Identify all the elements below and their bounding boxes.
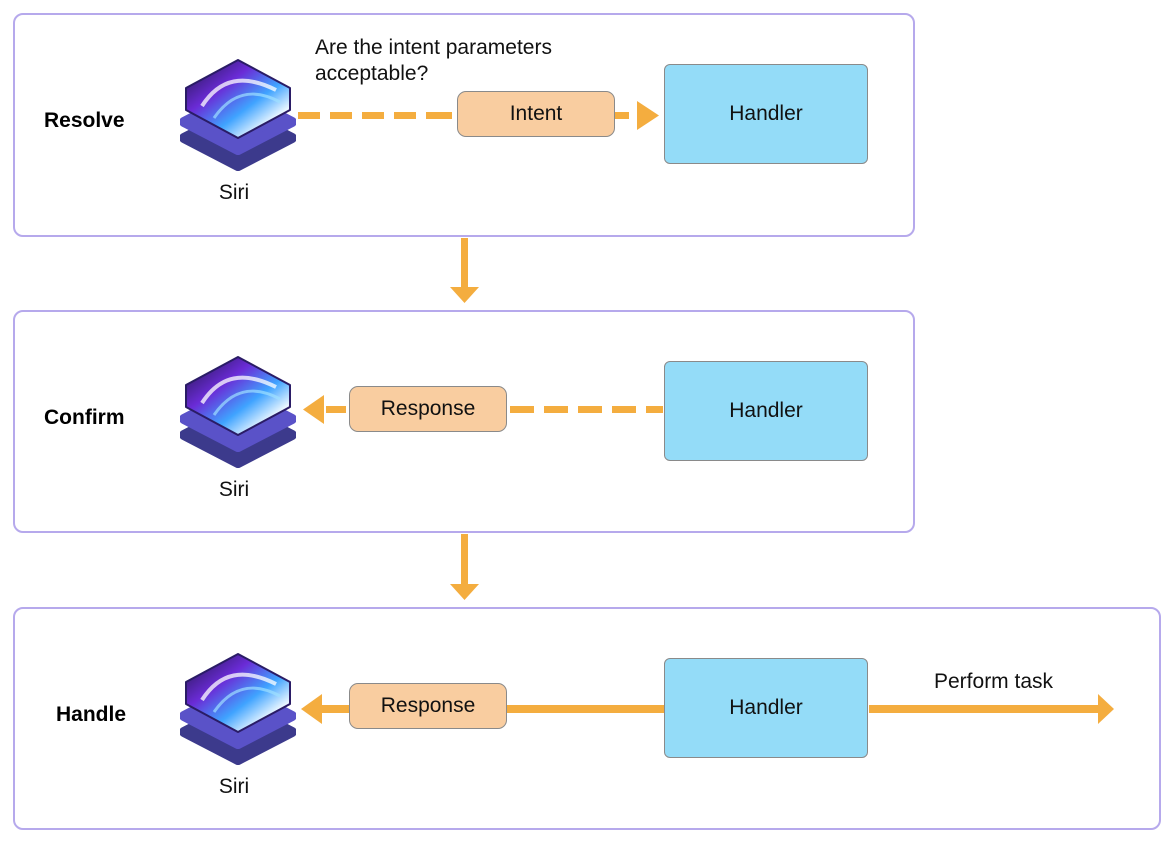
resolve-dashed-connector xyxy=(298,101,659,130)
message-pill-intent: Intent xyxy=(457,91,615,137)
resolve-to-confirm-arrow xyxy=(450,238,479,303)
stage-label-confirm: Confirm xyxy=(44,406,125,429)
siri-label-confirm: Siri xyxy=(218,478,250,501)
handle-solid-connector xyxy=(301,694,1114,724)
message-pill-response-confirm: Response xyxy=(349,386,507,432)
confirm-arrowhead xyxy=(303,395,324,424)
handle-arrowhead-right xyxy=(1098,694,1114,724)
handler-box-handle: Handler xyxy=(664,658,868,758)
handler-box-confirm: Handler xyxy=(664,361,868,461)
siri-icon xyxy=(180,59,296,171)
siri-label-resolve: Siri xyxy=(218,181,250,204)
siri-icon xyxy=(180,653,296,765)
stage-label-handle: Handle xyxy=(56,703,127,726)
message-pill-response-handle: Response xyxy=(349,683,507,729)
confirm-to-handle-arrow xyxy=(450,534,479,600)
resolve-question: Are the intent parameters acceptable? xyxy=(315,36,552,85)
outcome-label-perform-task: Perform task xyxy=(934,670,1054,693)
confirm-dashed-connector xyxy=(303,395,663,424)
siri-label-handle: Siri xyxy=(218,775,250,798)
resolve-arrowhead xyxy=(637,101,659,130)
handler-box-resolve: Handler xyxy=(664,64,868,164)
handle-arrowhead-left xyxy=(301,694,322,724)
siri-icon xyxy=(180,356,296,468)
stage-label-resolve: Resolve xyxy=(44,109,125,132)
